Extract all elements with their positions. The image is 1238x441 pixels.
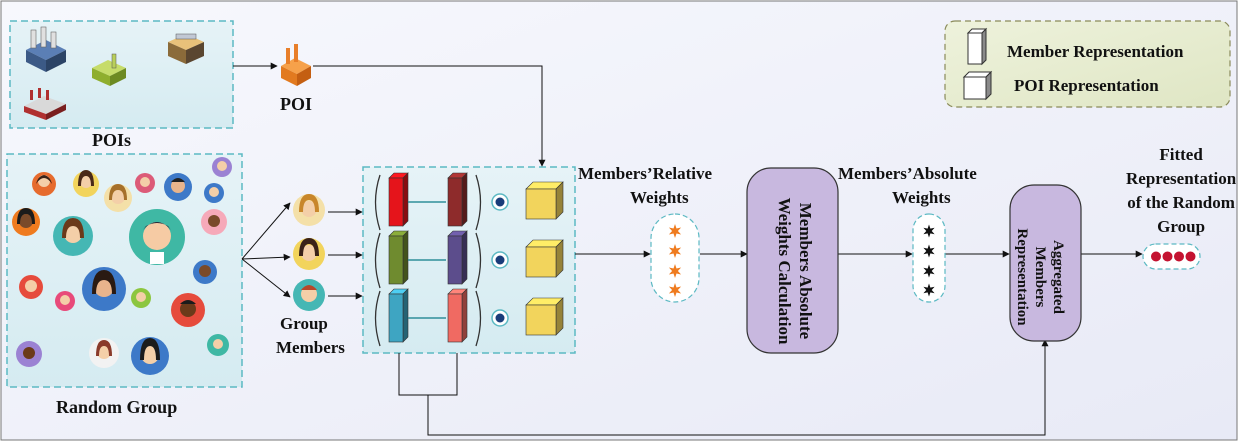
fitted-dot xyxy=(1186,252,1196,262)
dot-product-core xyxy=(496,198,505,207)
calculation-label: Members Absolute Weights Calculation xyxy=(774,171,816,371)
group-members-label-line-1: Group xyxy=(280,314,328,334)
relative-weights-label-line-2: Weights xyxy=(630,188,689,208)
aggregated-label-line-2: Members xyxy=(1031,202,1049,352)
fitted-representation-label: Fitted Representation of the Random Grou… xyxy=(1126,143,1236,239)
fitted-dot xyxy=(1151,252,1161,262)
member-vector-bar xyxy=(389,231,408,284)
paired-vector-bar xyxy=(448,289,467,342)
absolute-weights-label-line-1: Members’Absolute xyxy=(838,164,977,184)
fitted-label-line-1: Fitted xyxy=(1126,143,1236,167)
dot-product-core xyxy=(496,314,505,323)
calculation-label-line-2: Weights Calculation xyxy=(774,171,795,371)
paired-vector-bar xyxy=(448,231,467,284)
poi-vector-cube xyxy=(526,182,563,219)
legend-member-label: Member Representation xyxy=(1007,42,1183,62)
fitted-dot xyxy=(1174,252,1184,262)
fitted-dot xyxy=(1163,252,1173,262)
fitted-label-line-3: of the Random xyxy=(1126,191,1236,215)
aggregated-label-line-3: Representation xyxy=(1013,202,1031,352)
paired-vector-bar xyxy=(448,173,467,226)
legend-poi-icon xyxy=(964,72,991,99)
random-group-label: Random Group xyxy=(56,397,177,419)
absolute-weights-label-line-2: Weights xyxy=(892,188,951,208)
group-members-label-line-2: Members xyxy=(276,338,345,358)
legend-member-icon xyxy=(968,29,986,64)
group-member-icons xyxy=(293,194,325,311)
aggregated-label: Aggregated Members Representation xyxy=(1013,202,1067,352)
legend-poi-label: POI Representation xyxy=(1014,76,1159,96)
member-vector-bar xyxy=(389,173,408,226)
aggregated-label-line-1: Aggregated xyxy=(1049,202,1067,352)
relative-weights-label-line-1: Members’Relative xyxy=(578,164,712,184)
fitted-label-line-2: Representation xyxy=(1126,167,1236,191)
member-vector-bar xyxy=(389,289,408,342)
calculation-label-line-1: Members Absolute xyxy=(795,171,816,371)
fitted-label-line-4: Group xyxy=(1126,215,1236,239)
poi-label: POI xyxy=(280,94,312,116)
pois-label: POIs xyxy=(92,130,131,152)
dot-product-core xyxy=(496,256,505,265)
poi-vector-cube xyxy=(526,240,563,277)
poi-vector-cube xyxy=(526,298,563,335)
